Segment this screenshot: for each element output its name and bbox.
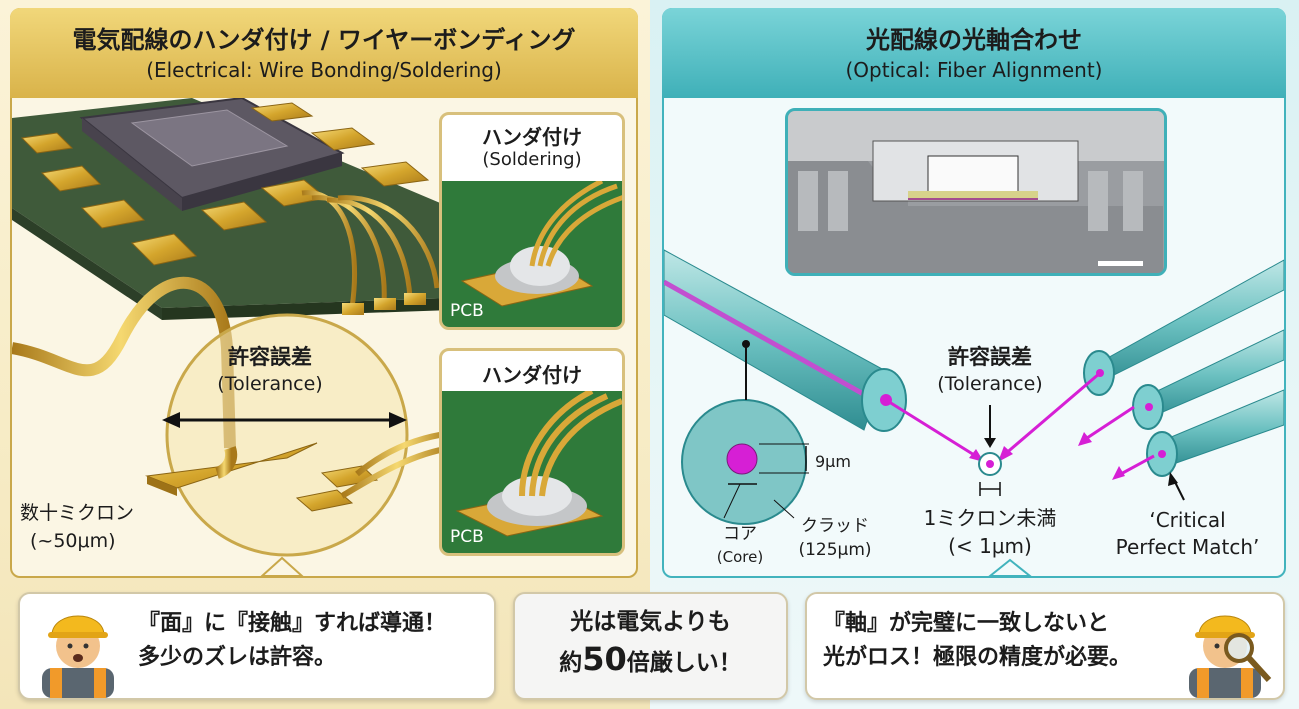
optical-speech-line1: 『軸』が完璧に一致しないと <box>823 611 1110 636</box>
electrical-speech-line1: 『面』に『接触』すれば導通！ <box>138 611 447 636</box>
sem-image-graphic <box>788 111 1164 273</box>
inset-top-title: ハンダ付け <box>482 125 582 149</box>
size-label: 数十ミクロン <box>20 502 135 524</box>
left-tolerance-label: 許容誤差 <box>228 345 312 369</box>
electrical-title: 電気配線のハンダ付け / ワイヤーボンディング <box>72 26 576 54</box>
core-en: (Core) <box>716 548 764 566</box>
electrical-subtitle: (Electrical: Wire Bonding/Soldering) <box>146 58 502 82</box>
right-tolerance-label: 許容誤差 <box>948 345 1032 369</box>
core-label: コア <box>723 524 757 544</box>
comparison-prefix: 約 <box>559 650 583 676</box>
core-dimension: 9μm <box>815 452 851 471</box>
electrical-speech-line2: 多少のズレは許容。 <box>138 645 337 670</box>
inset-top-subtitle: (Soldering) <box>482 149 582 170</box>
left-tolerance-en: (Tolerance) <box>217 373 323 395</box>
right-tolerance-en: (Tolerance) <box>937 373 1043 395</box>
optical-title: 光配線の光軸合わせ <box>866 26 1082 54</box>
optical-header: 光配線の光軸合わせ (Optical: Fiber Alignment) <box>662 8 1286 98</box>
critical-line2: Perfect Match’ <box>1115 535 1260 559</box>
micron-value: (< 1μm) <box>948 534 1032 558</box>
optical-speech-bubble: 『軸』が完璧に一致しないと 光がロス！極限の精度が必要。 <box>805 592 1285 700</box>
solder-joint-graphic <box>442 181 622 327</box>
sem-micrograph <box>785 108 1167 276</box>
electrical-header: 電気配線のハンダ付け / ワイヤーボンディング (Electrical: Wir… <box>10 8 638 98</box>
worker-icon <box>42 615 114 698</box>
optical-subtitle: (Optical: Fiber Alignment) <box>845 58 1103 82</box>
critical-line1: ‘Critical <box>1149 508 1226 532</box>
fiber-alignment-illustration <box>664 249 1284 576</box>
wire-bonding-illustration <box>12 98 453 576</box>
inset-top-board: PCB <box>450 301 484 321</box>
soldering-inset-top: ハンダ付け (Soldering) PCB <box>439 112 625 330</box>
electrical-speech-bubble: 『面』に『接触』すれば導通！ 多少のズレは許容。 <box>18 592 496 700</box>
clad-value: (125μm) <box>798 540 872 560</box>
comparison-suffix: 倍厳しい！ <box>626 650 742 676</box>
comparison-line1: 光は電気よりも <box>570 609 731 635</box>
soldering-inset-bottom: ハンダ付け PCB <box>439 348 625 556</box>
micron-label: 1ミクロン未満 <box>923 506 1057 530</box>
size-value: (~50μm) <box>30 530 116 552</box>
inset-bottom-title: ハンダ付け <box>482 363 582 387</box>
solder-joint-graphic-2 <box>442 391 622 553</box>
inset-bottom-board: PCB <box>450 527 484 547</box>
optical-speech-line2: 光がロス！極限の精度が必要。 <box>823 645 1132 670</box>
comparison-box: 光は電気よりも 約50倍厳しい！ <box>513 592 788 700</box>
comparison-line2: 約50倍厳しい！ <box>515 640 786 678</box>
clad-label: クラッド <box>801 516 869 536</box>
comparison-number: 50 <box>582 640 627 678</box>
inspector-icon <box>1189 615 1272 698</box>
